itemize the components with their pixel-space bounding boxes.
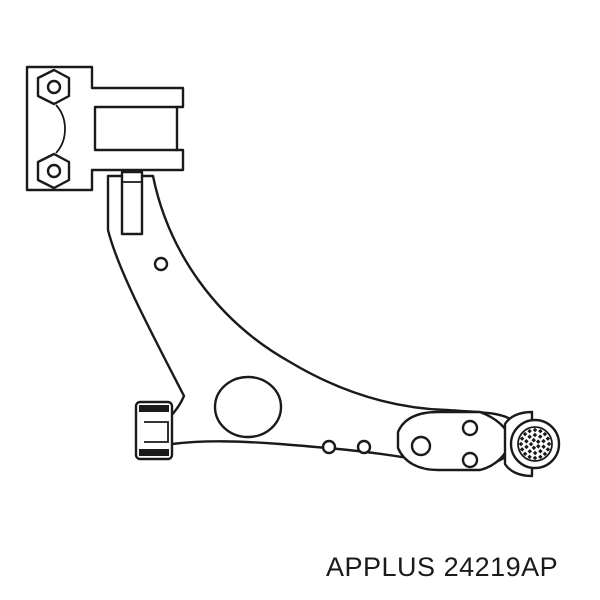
knurl-mark: [531, 445, 537, 451]
bracket-stud: [120, 170, 144, 236]
lower-nut-bore: [46, 163, 62, 179]
arm-hole-1: [321, 439, 337, 455]
knurl-mark: [527, 428, 532, 434]
plate-hole-upper: [461, 419, 479, 437]
knurl-mark: [519, 447, 525, 452]
rear-bushing-collar: [134, 400, 174, 461]
knurl-mark: [545, 436, 551, 441]
knurl-mark: [527, 449, 533, 454]
knurl-mark: [535, 439, 541, 444]
knurl-mark: [527, 434, 532, 440]
plate-hole-lower: [461, 451, 479, 469]
knurl-mark: [545, 447, 551, 452]
knurl-mark: [524, 439, 529, 444]
bracket-center-cutout: [55, 104, 66, 154]
knurl-mark: [532, 427, 538, 433]
knurl-mark: [532, 432, 538, 438]
knurl-mark: [519, 436, 525, 441]
rear-bushing-opening: [213, 375, 283, 439]
knurl-mark: [538, 448, 543, 454]
front-bushing-block: [93, 105, 179, 152]
ball-joint-inner: [517, 426, 553, 462]
knurl-mark: [532, 455, 538, 461]
knurl-mark: [542, 431, 548, 437]
arm-hole-2: [356, 439, 372, 455]
knurl-mark: [541, 438, 546, 444]
part-number: 24219AP: [443, 552, 559, 582]
knurl-mark: [538, 454, 543, 460]
knurl-mark: [532, 450, 538, 456]
knurl-mark: [522, 451, 528, 457]
knurl-mark: [537, 434, 543, 439]
upper-nut-bore: [46, 79, 62, 95]
rear-bushing-bottom-ring: [139, 449, 169, 456]
knurl-mark: [538, 428, 543, 434]
knurl-mark: [541, 444, 546, 449]
knurl-mark: [546, 441, 552, 447]
knurl-mark: [527, 454, 532, 460]
knurl-mark: [542, 451, 548, 457]
knurl-mark: [518, 441, 524, 447]
plate-center-hole: [410, 435, 432, 457]
knurl-mark: [536, 444, 541, 449]
knurl-mark: [528, 441, 534, 447]
upper-arm-hole: [153, 256, 169, 272]
rear-bushing-top-ring: [139, 405, 169, 412]
product-caption: APPLUS 24219AP: [326, 552, 558, 583]
knurl-mark: [531, 437, 536, 443]
knurl-mark: [524, 444, 529, 450]
brand-name: APPLUS: [326, 552, 436, 582]
ball-joint-knurl: [518, 427, 552, 461]
knurl-mark: [522, 431, 528, 437]
